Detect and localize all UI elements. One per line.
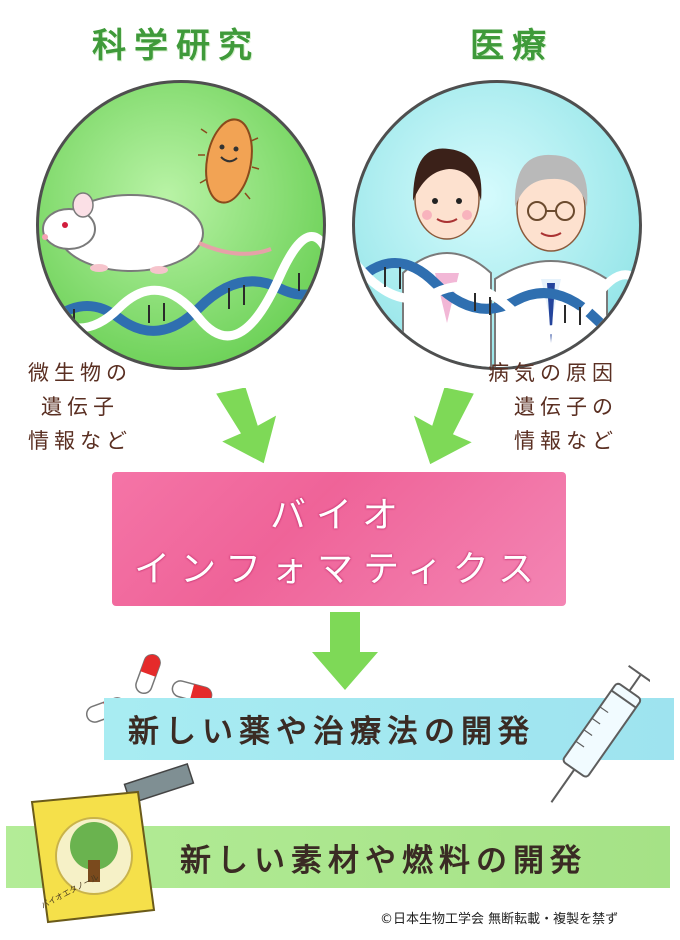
medicine-scene	[355, 148, 639, 367]
new-drug-treatment-text: 新しい薬や治療法の開発	[128, 714, 535, 750]
heading-medicine: 医療	[470, 26, 554, 66]
arrow-down-icon	[312, 612, 378, 690]
syringe-icon	[550, 665, 650, 803]
mouse-icon	[42, 192, 272, 274]
note-disease-gene-info: 病気の原因 遺伝子の 情報など	[488, 361, 618, 453]
tree-icon	[55, 817, 133, 895]
bioinformatics-title-line2: インフォマティクス	[134, 549, 544, 590]
bacteria-icon	[198, 118, 260, 204]
medicine-circle	[352, 80, 642, 370]
new-material-fuel-text: 新しい素材や燃料の開発	[180, 843, 587, 879]
copyright-notice: ©日本生物工学会 無断転載・複製を禁ず	[380, 912, 619, 927]
arrow-down-icon	[216, 388, 277, 464]
science-scene	[39, 118, 323, 341]
science-research-circle	[36, 80, 326, 370]
bioinformatics-title-line1: バイオ	[269, 495, 408, 536]
bioinformatics-box	[112, 472, 566, 606]
heading-science-research: 科学研究	[92, 26, 260, 66]
doctor-icon	[494, 154, 608, 367]
arrow-down-icon	[413, 388, 474, 465]
doctor-icon	[402, 148, 492, 367]
fuel-can-icon	[30, 763, 195, 924]
note-microbe-gene-info: 微生物の 遺伝子 情報など	[28, 361, 132, 453]
